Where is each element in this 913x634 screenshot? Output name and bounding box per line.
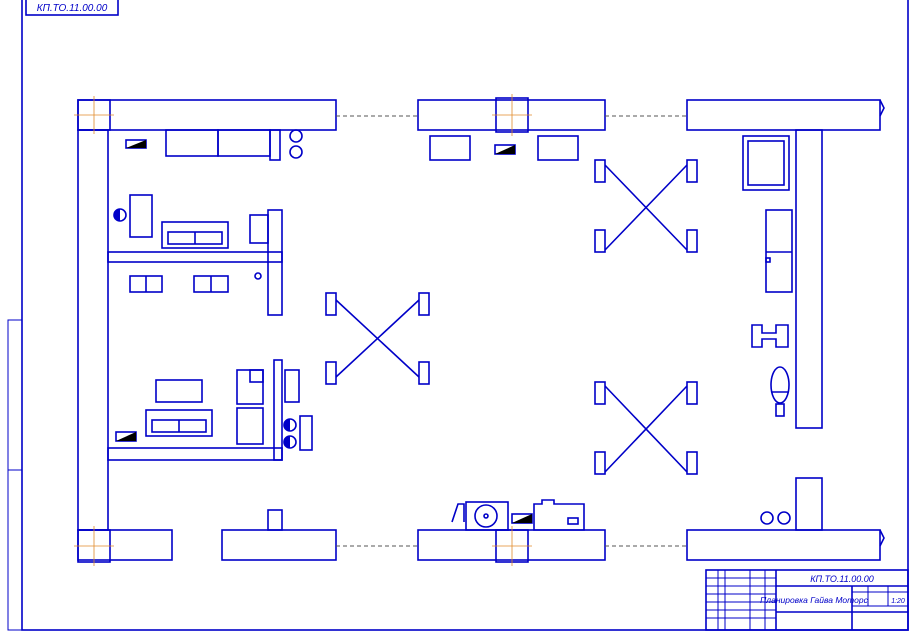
lift-right-upper [594,159,698,253]
equipment-top [429,135,579,161]
top-code-box [25,0,119,16]
equipment-right [742,135,793,525]
margin-strip [7,319,23,631]
walls [77,99,885,561]
columns [74,94,532,566]
drawing-frame [21,0,909,631]
top-code-text: КП.ТО.11.00.00 [37,3,108,14]
stamp-scale: 1:20 [891,598,905,605]
lift-right-lower [594,381,698,475]
title-block: КП.ТО.11.00.00 Планировка Гайва Моторс 1… [705,569,909,631]
equipment-bottom [451,499,585,531]
office-furniture [113,129,313,451]
stamp-title: Планировка Гайва Моторс [760,595,868,605]
stamp-code: КП.ТО.11.00.00 [810,574,874,584]
lift-left [325,292,430,385]
